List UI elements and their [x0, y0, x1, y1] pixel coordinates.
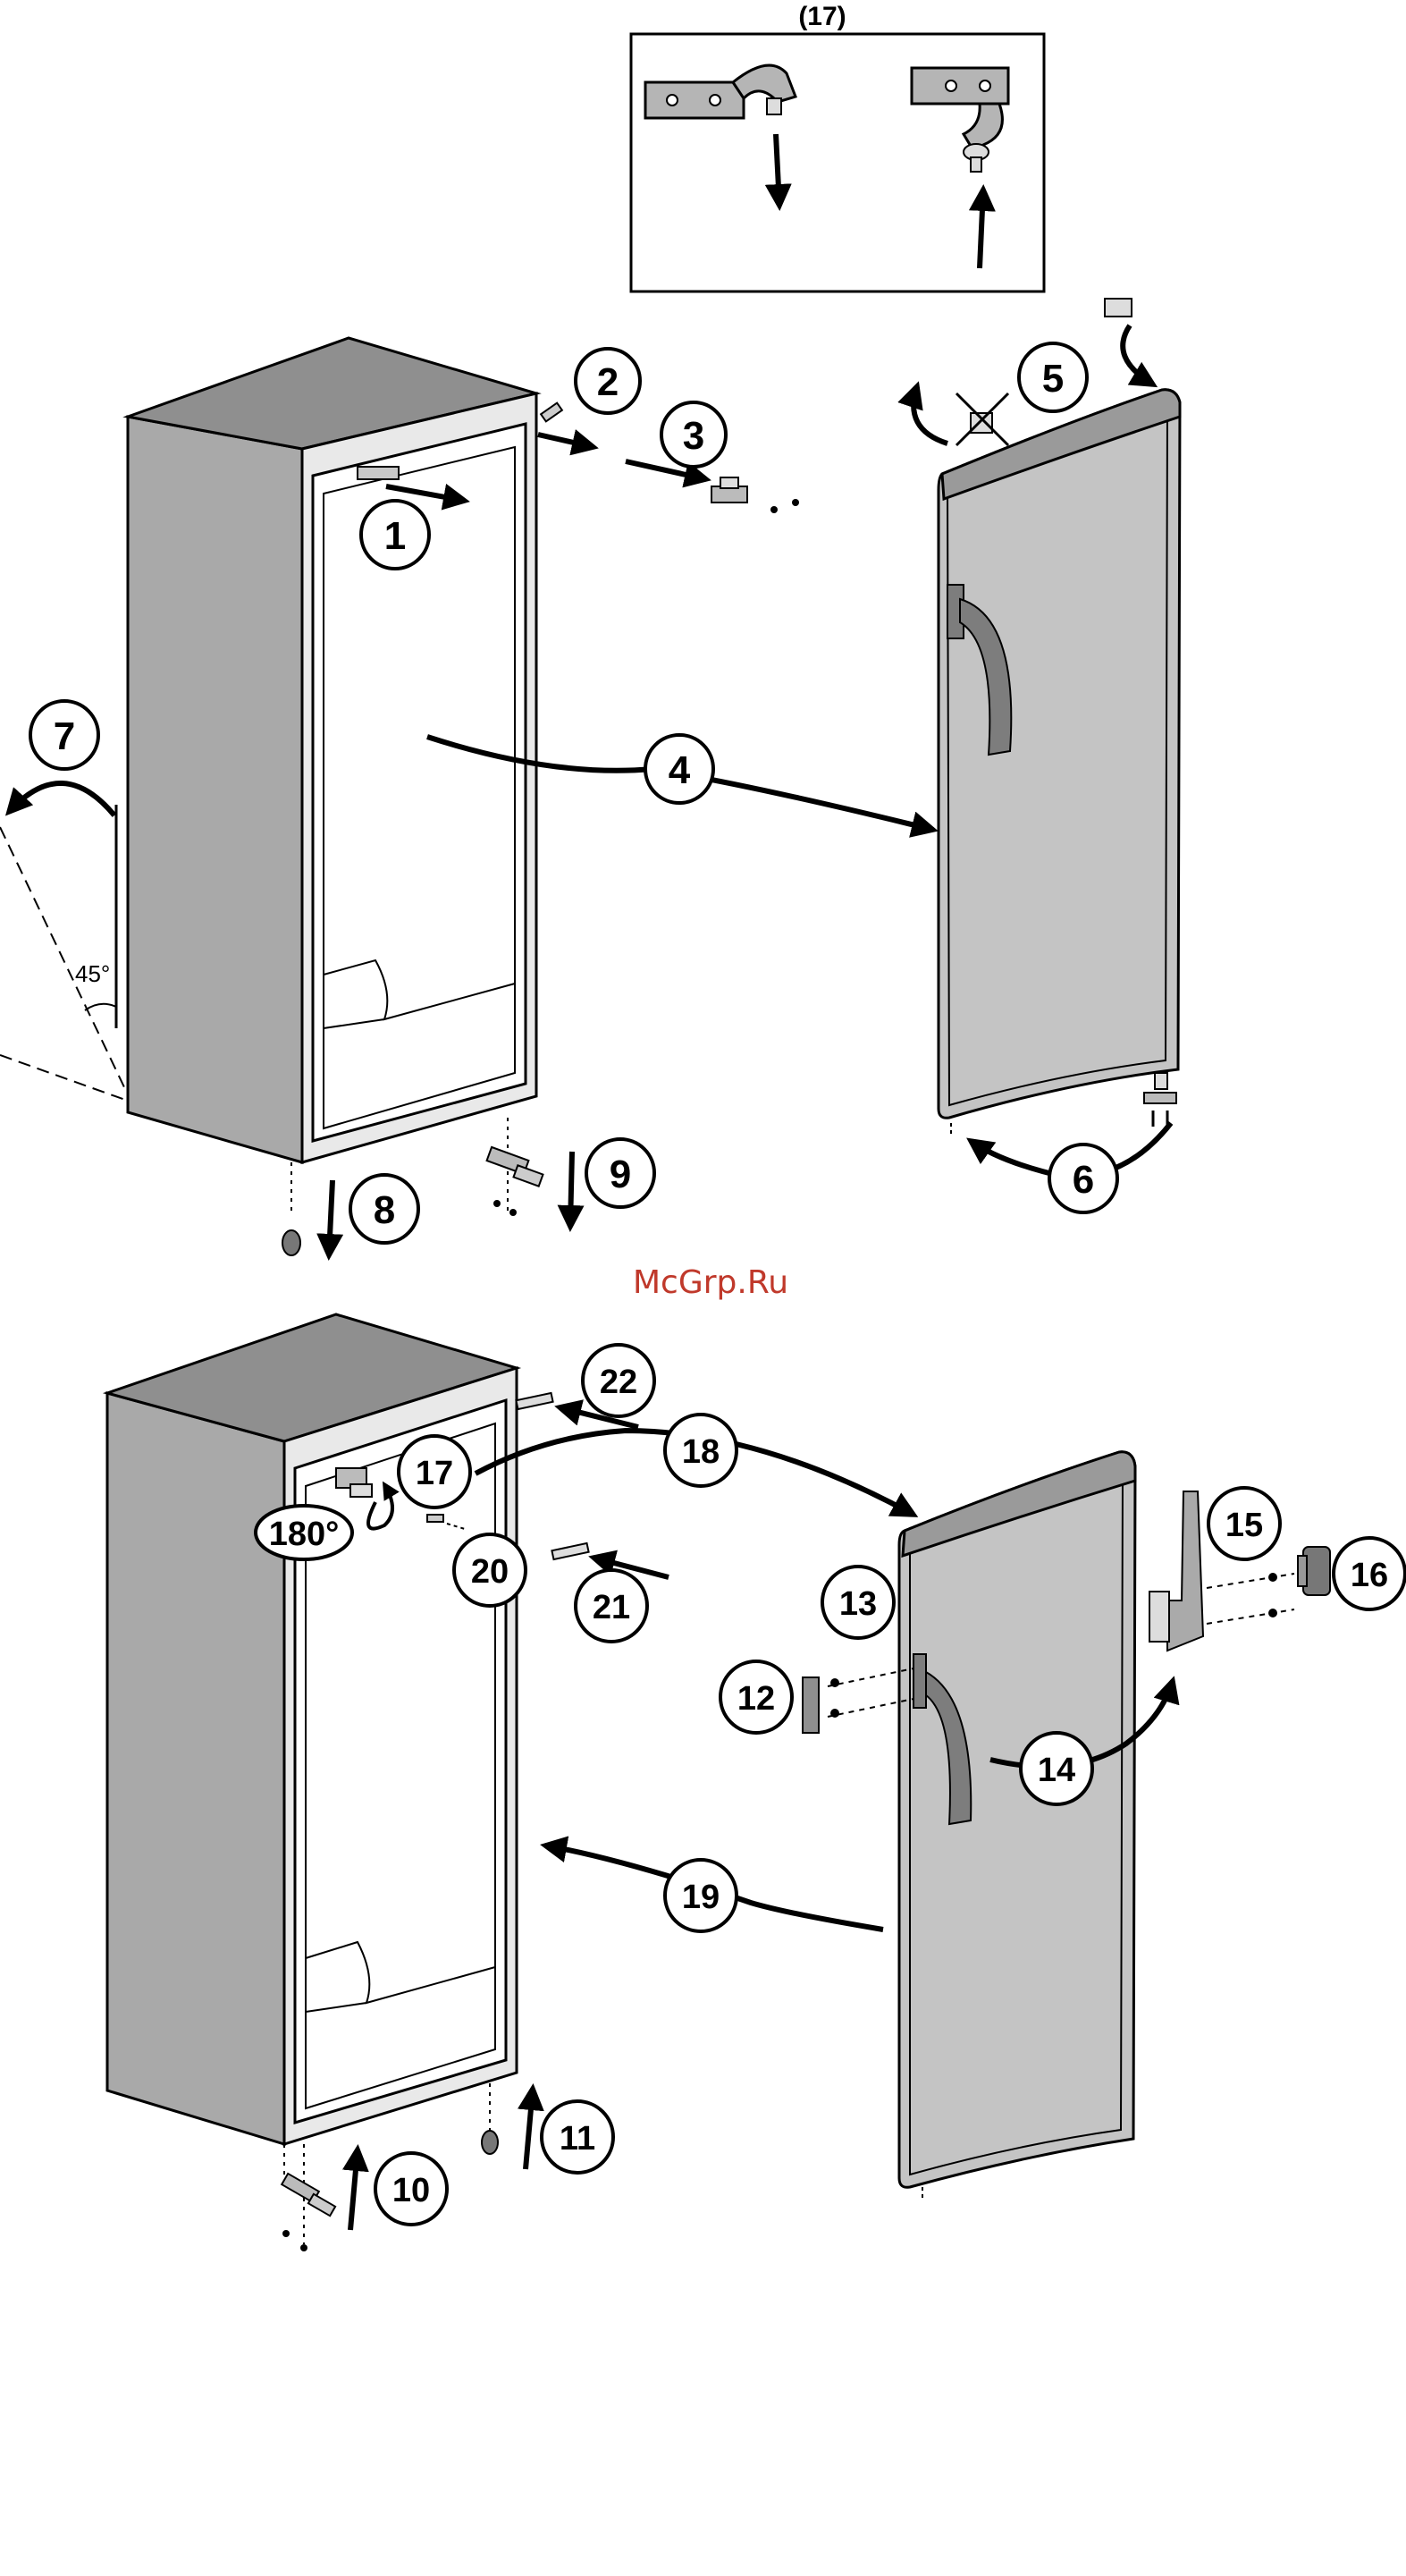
- svg-text:2: 2: [597, 360, 619, 404]
- callout-10: 10: [375, 2153, 447, 2225]
- tilt-guide-line: [0, 827, 125, 1089]
- foot-screw-icon: [282, 1230, 300, 1255]
- door-bottom: [899, 1452, 1135, 2187]
- callout-14: 14: [1021, 1733, 1092, 1804]
- top-hinge-cover: [358, 467, 399, 479]
- callout-21: 21: [576, 1570, 647, 1642]
- svg-text:5: 5: [1042, 357, 1064, 401]
- svg-text:21: 21: [593, 1589, 630, 1626]
- callout-17: 17: [399, 1436, 470, 1508]
- arrow-step-10: [350, 2149, 358, 2230]
- svg-text:17: 17: [416, 1455, 453, 1492]
- callout-3: 3: [661, 402, 726, 467]
- arrow-step-2: [538, 435, 594, 447]
- svg-text:9: 9: [610, 1153, 631, 1196]
- cabinet-side: [128, 417, 302, 1162]
- svg-text:11: 11: [560, 2120, 595, 2158]
- callout-19: 19: [665, 1860, 737, 1931]
- handle-cover-16-icon: [1298, 1547, 1330, 1595]
- svg-text:4: 4: [669, 748, 691, 792]
- svg-text:6: 6: [1073, 1158, 1094, 1202]
- crossed-part-icon: [956, 393, 1008, 445]
- svg-text:16: 16: [1351, 1557, 1388, 1594]
- angle-arc: [85, 1004, 116, 1010]
- callout-22: 22: [583, 1345, 654, 1416]
- tilt-arrow: [9, 783, 114, 815]
- screw-icon: [1268, 1609, 1277, 1617]
- screw-icon: [1268, 1573, 1277, 1582]
- angle-180-label: 180°: [269, 1516, 340, 1553]
- svg-text:10: 10: [392, 2172, 430, 2209]
- arrow-step-8: [329, 1180, 333, 1255]
- callout-13: 13: [822, 1567, 894, 1638]
- angle-45-label: 45°: [75, 960, 110, 987]
- svg-text:13: 13: [839, 1585, 877, 1623]
- handle-bracket-15-icon: [1149, 1491, 1203, 1651]
- callout-1: 1: [361, 501, 429, 569]
- callout-6: 6: [1049, 1144, 1117, 1212]
- svg-text:22: 22: [600, 1364, 637, 1401]
- callout-15: 15: [1208, 1488, 1280, 1559]
- cabinet-side: [107, 1393, 284, 2144]
- inset-label: (17): [798, 2, 846, 31]
- svg-text:8: 8: [374, 1188, 395, 1232]
- bottom-hinge-icon: [282, 2174, 335, 2251]
- svg-text:15: 15: [1225, 1507, 1263, 1544]
- handle-cap-12-icon: [803, 1677, 819, 1733]
- arrow-step-9: [570, 1152, 572, 1227]
- rotate-180-badge: 180°: [256, 1506, 352, 1559]
- svg-text:14: 14: [1038, 1752, 1075, 1789]
- callout-16: 16: [1334, 1538, 1405, 1609]
- door-top-assembly: [939, 390, 1180, 1127]
- screw-icon: [830, 1709, 839, 1718]
- door-top: [939, 390, 1180, 1119]
- hinge-inset: (17): [631, 2, 1044, 291]
- svg-text:1: 1: [384, 514, 406, 558]
- arrow-step-5-left: [913, 386, 947, 443]
- callout-2: 2: [576, 349, 640, 413]
- door-bottom-assembly: [899, 1452, 1135, 2200]
- dashed-guide: [1207, 1609, 1294, 1624]
- plug-21-icon: [551, 1543, 588, 1559]
- svg-text:12: 12: [737, 1680, 775, 1718]
- callout-4: 4: [645, 735, 713, 803]
- tilt-guide-line: [0, 1055, 125, 1100]
- svg-text:7: 7: [54, 714, 75, 758]
- hinge-screw-icon: [541, 403, 562, 422]
- callout-8: 8: [350, 1175, 418, 1243]
- screw-icon: [830, 1678, 839, 1687]
- callout-18: 18: [665, 1415, 737, 1486]
- bottom-hinge-icon: [487, 1147, 543, 1216]
- top-hinge-bracket-icon: [711, 477, 799, 513]
- plug-22-icon: [516, 1393, 552, 1409]
- svg-text:19: 19: [682, 1879, 720, 1916]
- callout-7: 7: [30, 701, 98, 769]
- foot-screw-icon: [482, 2131, 498, 2154]
- arrow-step-5-right: [1123, 325, 1153, 384]
- callout-20: 20: [454, 1534, 526, 1606]
- svg-text:3: 3: [683, 414, 704, 458]
- label-plate-icon: [1105, 299, 1132, 317]
- svg-text:20: 20: [471, 1553, 509, 1591]
- callout-12: 12: [720, 1661, 792, 1733]
- pin-screw-icon: [427, 1515, 443, 1522]
- bottom-hinge-small-icon: [1144, 1073, 1176, 1127]
- callout-5: 5: [1019, 343, 1087, 411]
- dashed-guide: [1207, 1574, 1294, 1588]
- callout-11: 11: [542, 2101, 613, 2173]
- cabinet-top-assembly: 45°: [0, 338, 536, 1216]
- callout-9: 9: [586, 1139, 654, 1207]
- svg-text:18: 18: [682, 1433, 720, 1471]
- arrow-step-11: [526, 2089, 533, 2169]
- watermark: McGrp.Ru: [617, 1264, 804, 1301]
